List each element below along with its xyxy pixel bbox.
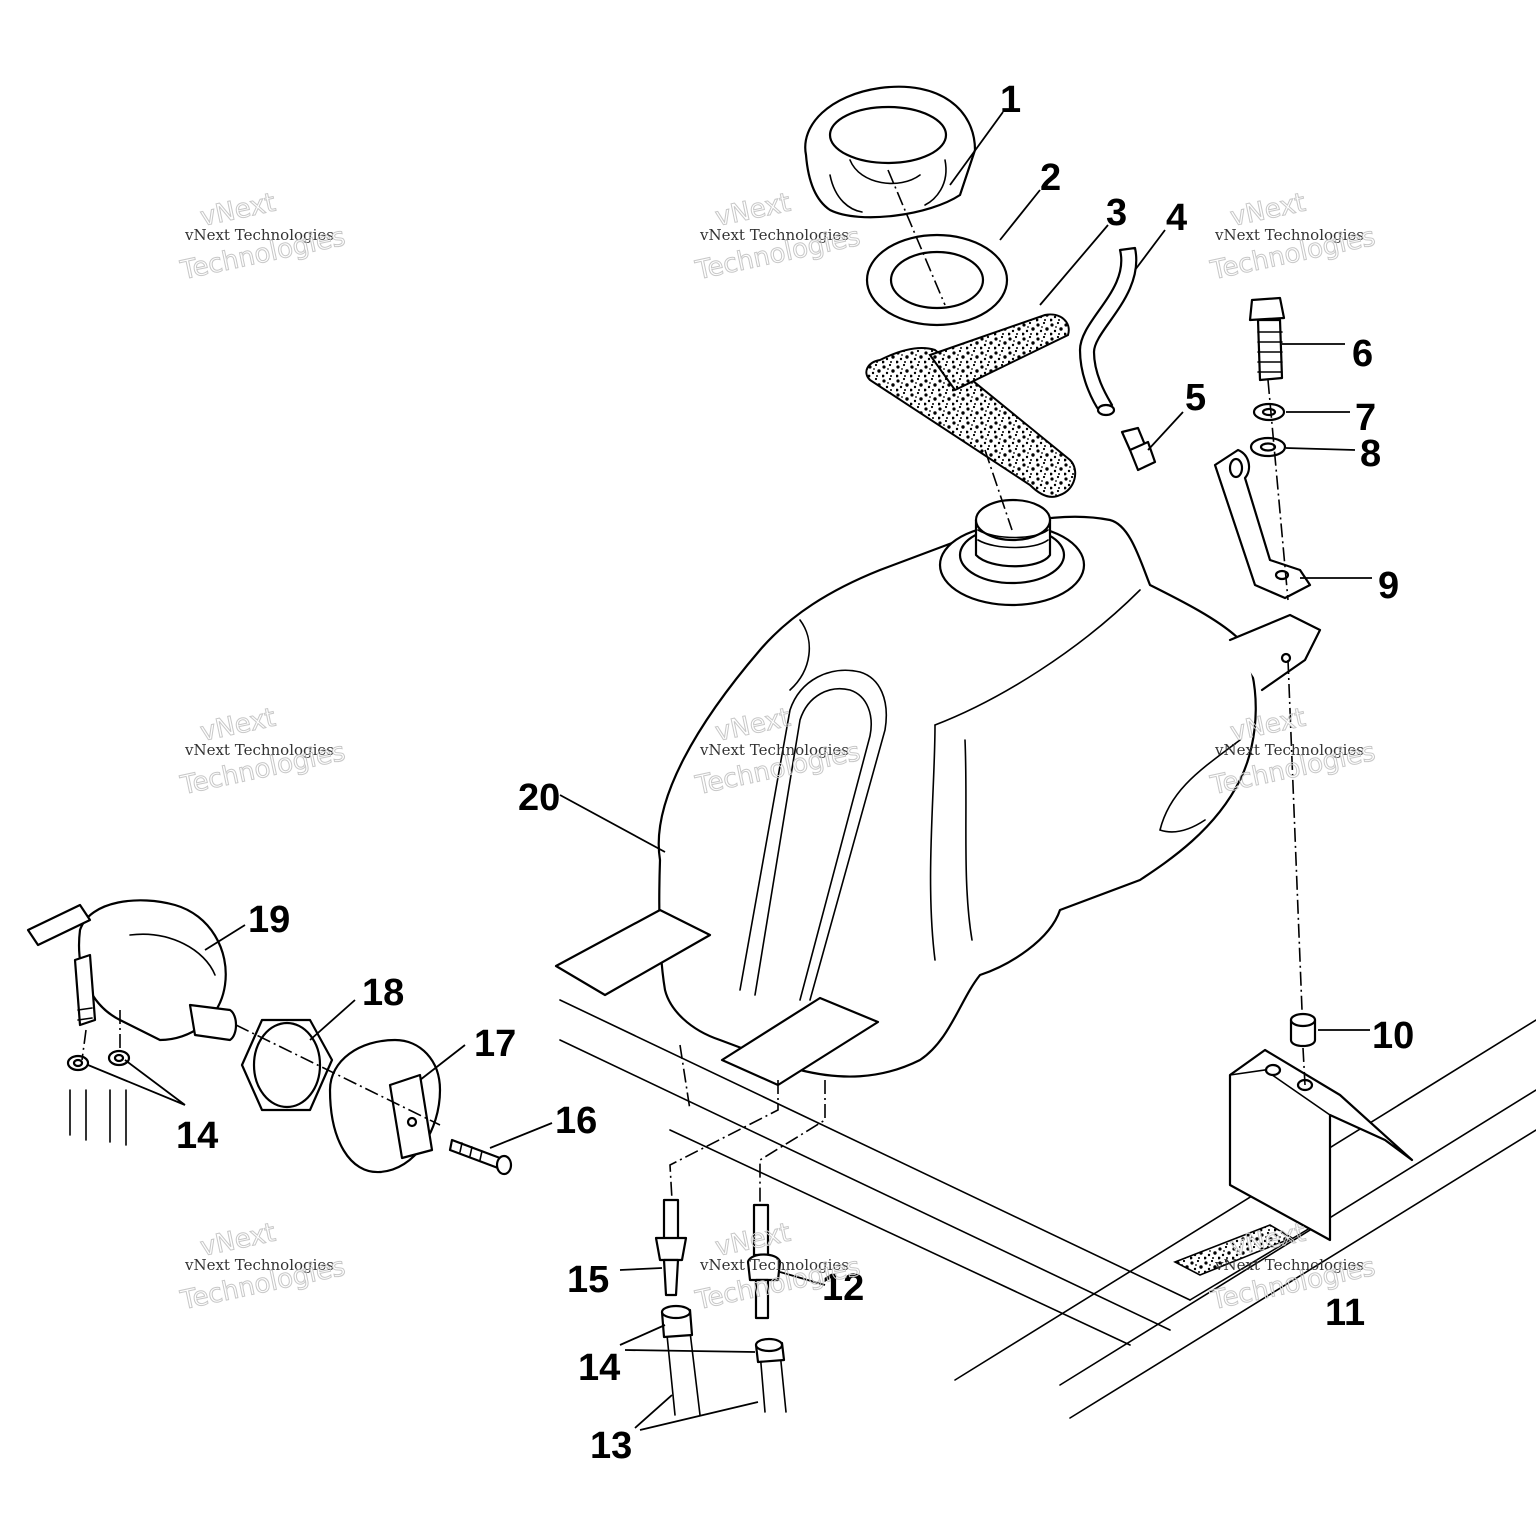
watermark-line: vNext Technologies <box>699 1256 849 1274</box>
callout-13: 13 <box>590 1425 632 1467</box>
callout-18: 18 <box>362 972 404 1014</box>
callout-20: 20 <box>518 777 560 819</box>
fuel-filter <box>26 899 238 1042</box>
callout-5: 5 <box>1185 377 1206 419</box>
callout-14-bottom: 14 <box>578 1347 620 1389</box>
watermark: vNext Technologies vNext Technologies <box>177 187 349 287</box>
fuel-cap <box>804 85 977 219</box>
fuel-fitting-left <box>654 1198 688 1297</box>
watermark-line: vNext Technologies <box>1214 226 1364 244</box>
callout-2: 2 <box>1040 157 1061 199</box>
callout-6: 6 <box>1352 333 1373 375</box>
callout-4: 4 <box>1166 197 1187 239</box>
cap-gasket <box>865 233 1009 327</box>
watermark: vNext Technologies vNext Technologies <box>1207 187 1379 287</box>
watermark-line: vNext Technologies <box>699 226 849 244</box>
watermark-line: vNext Technologies <box>184 1256 334 1274</box>
watermark-line: vNext Technologies <box>699 741 849 759</box>
fuel-valve <box>328 1038 442 1174</box>
frame-bracket <box>1228 1048 1414 1242</box>
callout-12: 12 <box>822 1267 864 1309</box>
leader-lines <box>87 111 1372 1431</box>
callout-10: 10 <box>1372 1015 1414 1057</box>
callout-19: 19 <box>248 899 290 941</box>
callout-15: 15 <box>567 1259 609 1301</box>
callout-7: 7 <box>1355 397 1376 439</box>
tank-bracket <box>1213 448 1312 600</box>
left-fuel-lines <box>66 1049 131 1146</box>
callouts: 1 2 3 4 5 6 7 8 9 10 11 12 13 14 14 15 1… <box>176 79 1414 1467</box>
watermark: vNext Technologies vNext Technologies <box>177 1217 349 1317</box>
fuel-fitting-right <box>746 1203 782 1320</box>
callout-11: 11 <box>1325 1292 1365 1334</box>
watermark-line: vNext Technologies <box>1214 1256 1364 1274</box>
screw <box>448 1138 513 1176</box>
callout-14-left: 14 <box>176 1115 218 1157</box>
callout-8: 8 <box>1360 433 1381 475</box>
fuel-tank <box>554 498 1257 1087</box>
spacer <box>1289 1012 1317 1048</box>
callout-9: 9 <box>1378 565 1399 607</box>
callout-3: 3 <box>1106 192 1127 234</box>
foam-pad <box>865 313 1077 498</box>
assembly-axes <box>81 169 1306 1205</box>
lock-washer <box>1252 402 1286 422</box>
bolt <box>1248 296 1286 382</box>
tank-mount-tab <box>1228 613 1322 692</box>
callout-16: 16 <box>555 1100 597 1142</box>
watermark-line: vNext Technologies <box>184 226 334 244</box>
watermark: vNext Technologies vNext Technologies <box>177 702 349 802</box>
vent-hose <box>1078 246 1138 417</box>
watermark-line: vNext Technologies <box>184 741 334 759</box>
foam-strip <box>1173 1224 1294 1276</box>
hose-clamps <box>660 1304 786 1364</box>
flat-washer <box>1249 436 1287 458</box>
callout-1: 1 <box>1000 79 1021 121</box>
frame-rails <box>559 999 1536 1419</box>
watermark-line: vNext Technologies <box>1214 741 1364 759</box>
callout-17: 17 <box>474 1023 516 1065</box>
valve-nut <box>240 1018 334 1112</box>
